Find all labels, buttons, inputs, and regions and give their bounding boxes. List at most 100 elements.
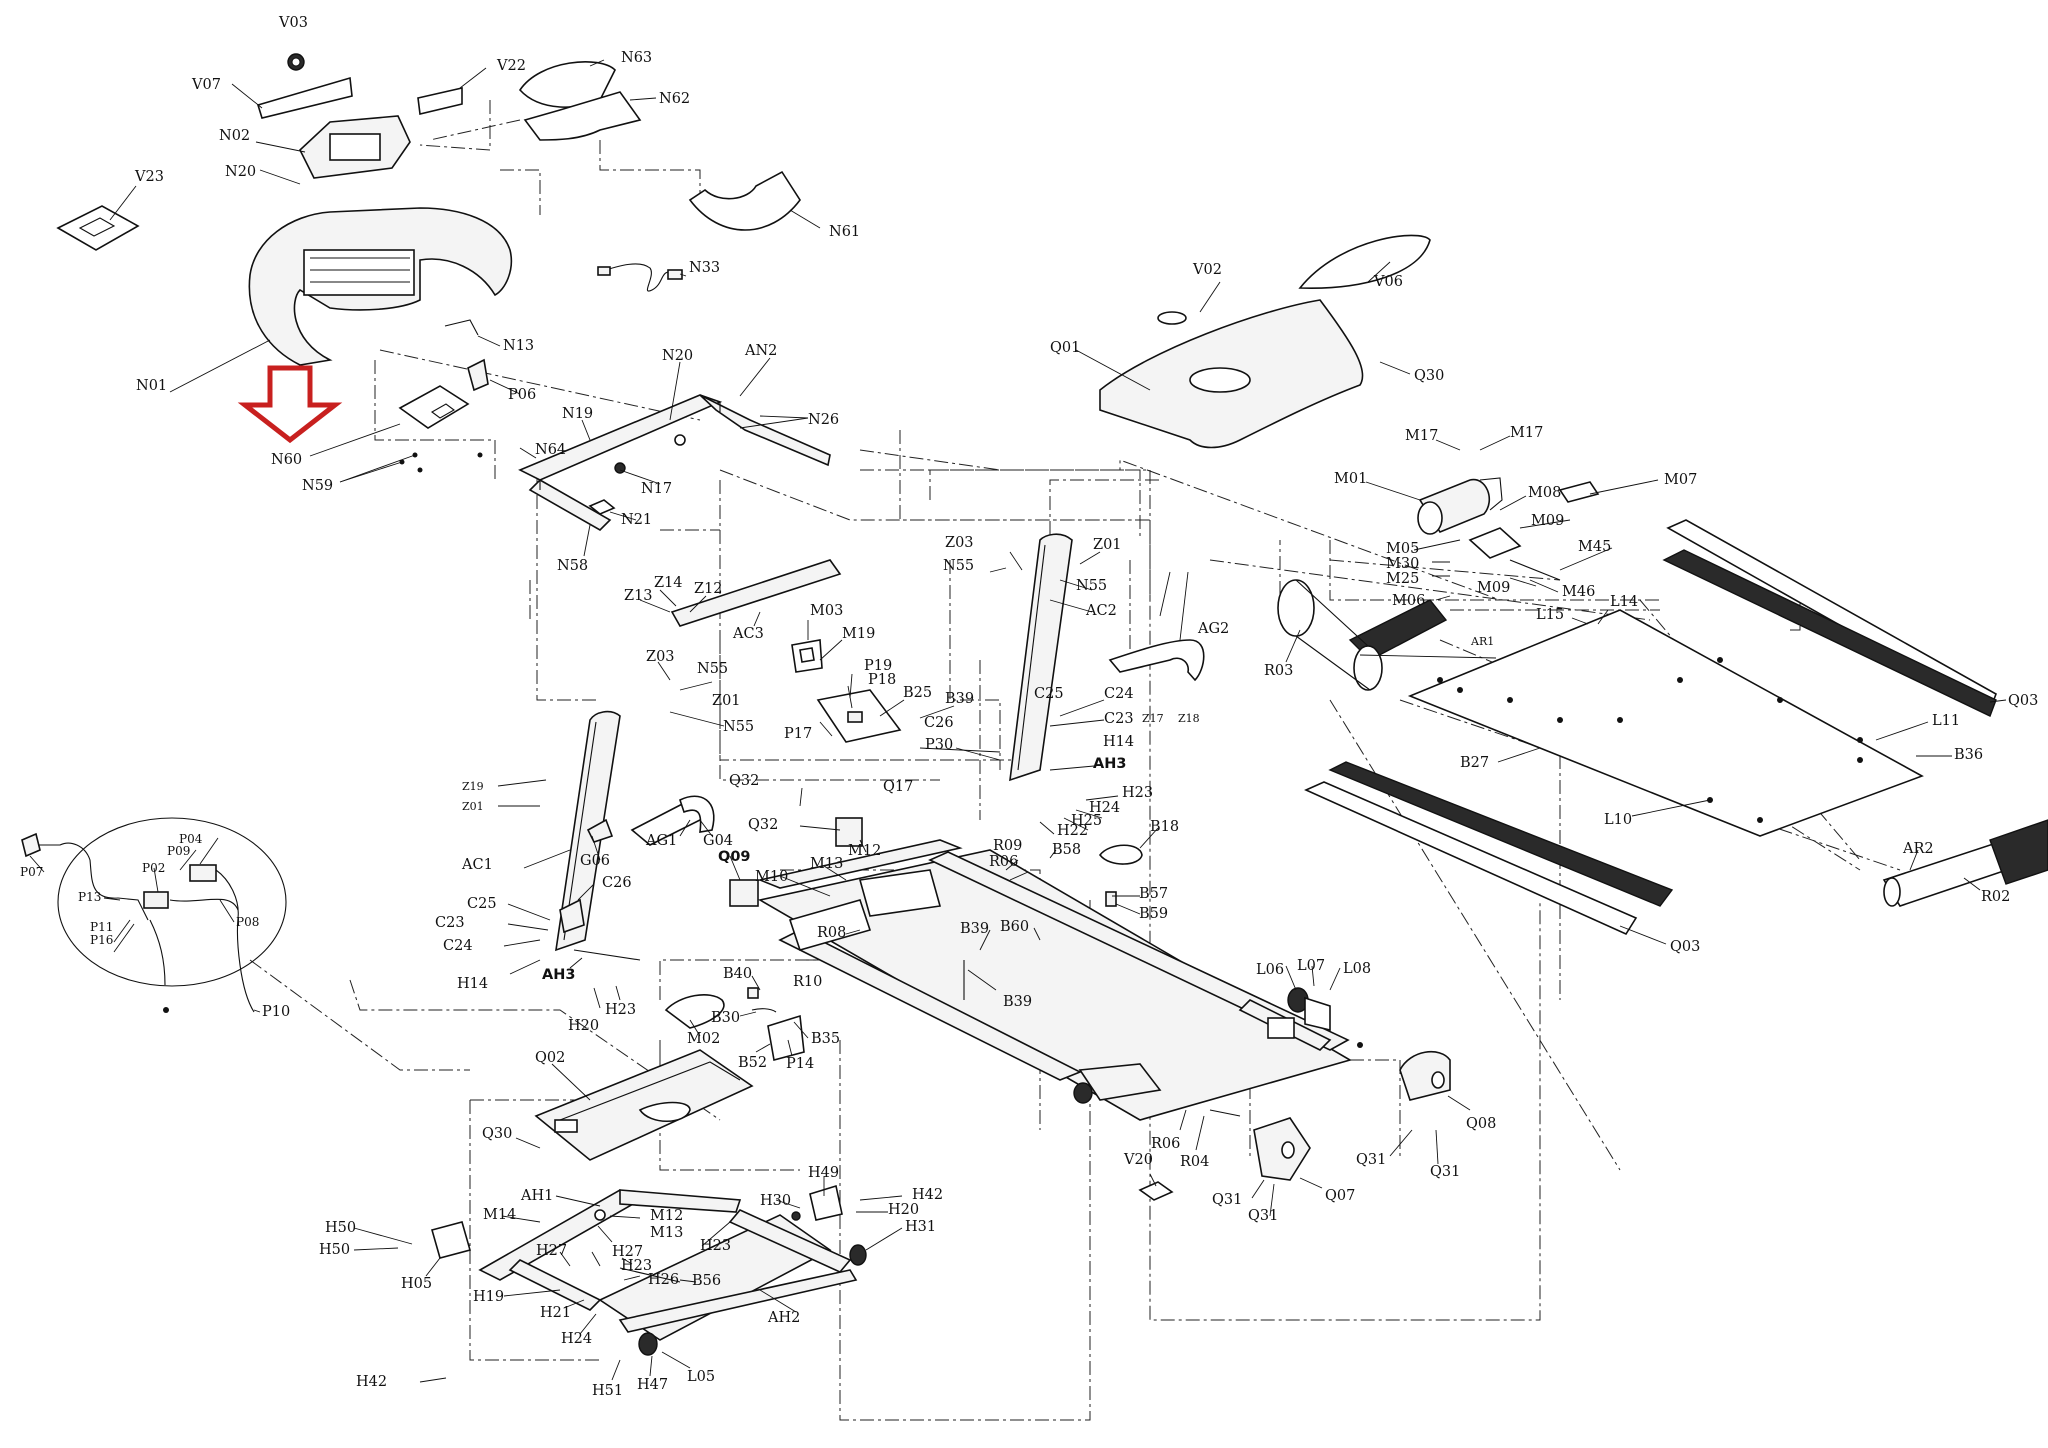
label-b35: B35 xyxy=(811,1031,840,1047)
label-h50a: H50 xyxy=(325,1220,356,1236)
label-b18: B18 xyxy=(1150,819,1179,835)
label-p17: P17 xyxy=(784,726,812,742)
label-h27a: H27 xyxy=(536,1243,567,1259)
n61-part xyxy=(688,170,801,231)
label-b27: B27 xyxy=(1460,755,1489,771)
down-arrow-icon xyxy=(237,365,343,444)
b18-part xyxy=(1098,844,1143,865)
label-b40: B40 xyxy=(723,966,752,982)
label-p18: P18 xyxy=(868,672,896,688)
v07-part xyxy=(256,76,353,119)
m02-part xyxy=(664,994,725,1029)
label-v07: V07 xyxy=(191,77,221,93)
label-b39b: B39 xyxy=(960,921,989,937)
v20-part xyxy=(1138,1181,1174,1201)
label-q30a: Q30 xyxy=(1414,368,1444,384)
label-an2: AN2 xyxy=(744,343,777,359)
label-r03: R03 xyxy=(1264,663,1293,679)
label-m46: M46 xyxy=(1562,584,1595,600)
label-p14: P14 xyxy=(786,1056,814,1072)
end-caps xyxy=(1073,987,1451,1201)
label-h42a: H42 xyxy=(912,1187,943,1203)
label-h23d: H23 xyxy=(621,1258,652,1274)
label-m06: M06 xyxy=(1392,593,1425,609)
label-h25: H25 xyxy=(1071,813,1102,829)
label-m17a: M17 xyxy=(1405,428,1438,444)
label-b25: B25 xyxy=(903,685,932,701)
label-m09a: M09 xyxy=(1531,513,1564,529)
label-q32a: Q32 xyxy=(729,773,759,789)
label-z01a: Z01 xyxy=(1093,537,1122,553)
v23-part xyxy=(56,205,140,251)
label-q07: Q07 xyxy=(1325,1188,1355,1204)
label-r08: R08 xyxy=(817,925,846,941)
r02-part xyxy=(1989,819,2048,885)
label-b52: B52 xyxy=(738,1055,767,1071)
label-b59: B59 xyxy=(1139,906,1168,922)
label-b56: B56 xyxy=(692,1273,721,1289)
v22-part xyxy=(417,86,463,115)
ah1-part xyxy=(478,1189,642,1281)
label-n17: N17 xyxy=(641,481,672,497)
label-m03: M03 xyxy=(810,603,843,619)
label-r09: R09 xyxy=(993,838,1022,854)
label-n59: N59 xyxy=(302,478,333,494)
label-r10: R10 xyxy=(793,974,822,990)
label-p16: P16 xyxy=(90,933,113,947)
label-m17b: M17 xyxy=(1510,425,1543,441)
q09-part xyxy=(729,879,759,907)
label-h23a: H23 xyxy=(1122,785,1153,801)
b27-part xyxy=(1407,609,1924,837)
label-n61: N61 xyxy=(829,224,860,240)
label-c25a: C25 xyxy=(1034,686,1064,702)
label-c26b: C26 xyxy=(602,875,632,891)
label-l10: L10 xyxy=(1604,812,1632,828)
label-h23c: H23 xyxy=(700,1238,731,1254)
label-z03b: Z03 xyxy=(646,649,675,665)
label-c24a: C24 xyxy=(1104,686,1134,702)
label-q01: Q01 xyxy=(1050,340,1080,356)
label-z18: Z18 xyxy=(1178,712,1200,725)
n60-part xyxy=(398,385,470,429)
label-l05: L05 xyxy=(687,1369,715,1385)
power-entry-detail xyxy=(21,817,287,1013)
label-ah1: AH1 xyxy=(520,1188,553,1204)
label-v03: V03 xyxy=(278,15,308,31)
label-n13: N13 xyxy=(503,338,534,354)
label-r06b: R06 xyxy=(1151,1136,1180,1152)
label-p06: P06 xyxy=(508,387,536,403)
label-c23b: C23 xyxy=(435,915,465,931)
label-ah2: AH2 xyxy=(767,1310,800,1326)
label-v20: V20 xyxy=(1123,1152,1153,1168)
h05-part xyxy=(431,1221,471,1259)
label-q08: Q08 xyxy=(1466,1116,1496,1132)
label-p30: P30 xyxy=(925,737,953,753)
label-m30: M30 xyxy=(1386,556,1419,572)
label-q31a: Q31 xyxy=(1356,1152,1386,1168)
label-p08: P08 xyxy=(236,915,259,929)
label-l08: L08 xyxy=(1343,961,1371,977)
v02-part xyxy=(1157,311,1187,325)
label-h24b: H24 xyxy=(561,1331,592,1347)
label-ah3a: AH3 xyxy=(1093,756,1126,772)
q32-part xyxy=(835,817,863,847)
label-v06: V06 xyxy=(1373,274,1403,290)
n13-part xyxy=(444,319,479,336)
label-m10: M10 xyxy=(755,869,788,885)
label-n02: N02 xyxy=(219,128,250,144)
label-q03a: Q03 xyxy=(2008,693,2038,709)
label-m45: M45 xyxy=(1578,539,1611,555)
label-l07: L07 xyxy=(1297,958,1325,974)
base-frame xyxy=(431,1184,867,1356)
label-h49: H49 xyxy=(808,1165,839,1181)
label-n55a: N55 xyxy=(943,558,974,574)
ac2-part xyxy=(1009,533,1073,782)
label-z01c: Z01 xyxy=(462,800,484,813)
label-n62: N62 xyxy=(659,91,690,107)
label-p19: P19 xyxy=(864,658,892,674)
label-l15: L15 xyxy=(1536,607,1564,623)
label-m25: M25 xyxy=(1386,571,1419,587)
label-ar1: AR1 xyxy=(1470,635,1494,648)
label-b39c: B39 xyxy=(1003,994,1032,1010)
label-h31: H31 xyxy=(905,1219,936,1235)
